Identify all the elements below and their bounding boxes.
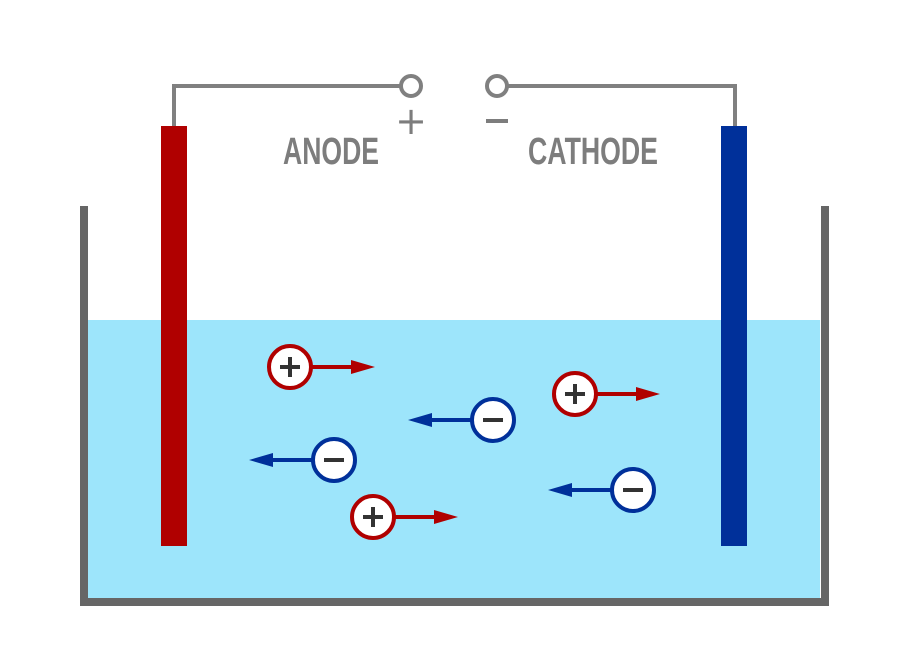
arrow-left-icon [408, 413, 432, 427]
cation [350, 494, 458, 540]
plus-icon-vertical [288, 357, 292, 377]
electrolyte [88, 320, 820, 598]
cation [267, 344, 375, 390]
arrow-right-icon [434, 510, 458, 524]
cathode-terminal [485, 74, 509, 98]
cathode-electrode [721, 126, 747, 546]
minus-icon [483, 418, 503, 422]
ions-group [249, 344, 660, 540]
minus-icon [324, 458, 344, 462]
cathode-label: CATHODE [528, 131, 658, 173]
arrow-right-icon [351, 360, 375, 374]
anode-electrode [161, 126, 187, 546]
arrow-left-icon [548, 483, 572, 497]
plus-icon-vertical [371, 507, 375, 527]
anode-terminal [399, 74, 423, 98]
cathode-wire [507, 84, 737, 126]
cation [552, 371, 660, 417]
plus-icon-vertical [573, 384, 577, 404]
anode-sign: + [395, 99, 427, 143]
anode-wire [172, 84, 402, 126]
anion [408, 397, 516, 443]
anode-label: ANODE [283, 131, 379, 173]
anion [249, 437, 357, 483]
arrow-left-icon [249, 453, 273, 467]
minus-icon [623, 488, 643, 492]
anion [548, 467, 656, 513]
cathode-sign [486, 119, 508, 123]
container [80, 206, 829, 606]
arrow-right-icon [636, 387, 660, 401]
